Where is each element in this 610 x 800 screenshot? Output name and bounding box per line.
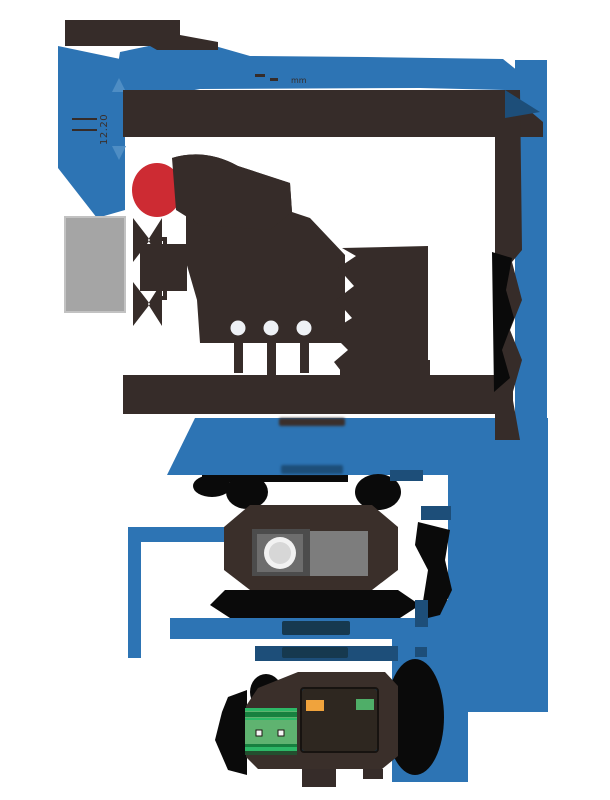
- white-dots: [230, 320, 312, 336]
- mid-right-column-blob: [415, 522, 452, 620]
- bottom-device: [245, 672, 398, 769]
- terminal-block: [245, 708, 297, 755]
- red-cap: [132, 163, 182, 217]
- middle-dim-horizontal: [128, 527, 226, 542]
- mid-ear-right: [355, 474, 401, 510]
- circle-stem-1: [234, 343, 243, 373]
- terminal-stripe-top-bright: [245, 708, 297, 711]
- ribbon-dash-2: [270, 78, 278, 81]
- dark-artwork-shapes: [65, 20, 543, 787]
- middle-device: [224, 505, 398, 590]
- mid-lower-black-band: [210, 590, 420, 618]
- mid-dim-frag-1: [390, 470, 423, 481]
- tick-line-1: [72, 118, 97, 120]
- top-dark-band: [123, 90, 543, 137]
- bottom-stem-2: [363, 769, 383, 779]
- device-photo-blob-over-red: [172, 154, 292, 230]
- mid-ear-left: [226, 475, 268, 509]
- chevron-pair-bottom: [133, 282, 162, 326]
- ribbon-dash-1: [255, 74, 265, 77]
- bracket-shape: [155, 237, 167, 300]
- top-left-blob: [65, 20, 218, 50]
- white-dot-1: [230, 320, 246, 336]
- jagged-right-blob: [330, 246, 428, 380]
- bottom-stem-1: [302, 769, 336, 787]
- black-blobs: [193, 252, 514, 775]
- led-green: [356, 699, 374, 710]
- right-strip-black-cluster: [492, 252, 514, 392]
- mid-dimension-band: [167, 418, 548, 475]
- circle-stem-2: [267, 343, 276, 388]
- tick-line-2: [72, 129, 97, 131]
- lower-dim-tick: [415, 647, 427, 657]
- unit-label: mm: [291, 76, 307, 85]
- bottom-right-blob: [386, 659, 444, 775]
- gray-connector: [65, 217, 125, 312]
- label-text-blobs: [282, 621, 350, 658]
- side-panel: [310, 531, 368, 576]
- terminal-pin-2: [277, 729, 285, 737]
- white-dot-2: [263, 320, 279, 336]
- terminal-stripe-top-dark: [245, 712, 297, 717]
- section-divider-band: [123, 375, 513, 414]
- arrow-down-icon: [112, 146, 126, 160]
- terminal-stripe-bottom-bright: [245, 747, 297, 751]
- bottom-left-blob: [215, 690, 247, 775]
- mid-dim-frag-2: [421, 506, 451, 520]
- label-blob-bottom: [282, 647, 348, 658]
- divider-bridge: [340, 360, 430, 377]
- terminal-stripe-bottom-dark: [245, 744, 297, 747]
- under-band-strip: [202, 475, 348, 482]
- arrow-up-icon: [112, 78, 126, 92]
- circle-stem-3: [300, 343, 309, 373]
- white-dot-3: [296, 320, 312, 336]
- lower-dim-tab: [415, 600, 428, 627]
- middle-dim-vertical: [128, 527, 141, 658]
- dimension-arrowheads: [112, 78, 126, 160]
- label-blob-mid: [282, 621, 350, 635]
- terminal-stripe-mid-bright: [245, 718, 297, 720]
- mid-ear-far-left: [193, 475, 231, 497]
- terminal-stripe-base: [245, 751, 297, 755]
- led-orange: [306, 700, 324, 711]
- height-dimension-label: 12.20: [99, 113, 110, 145]
- right-dim-wedge: [505, 90, 540, 118]
- top-dimension-ribbon: [113, 38, 545, 122]
- sensor-lens-inner: [269, 542, 291, 564]
- chevron-pair-top: [133, 218, 162, 262]
- blurred-dimension-fragment-bottom: [281, 465, 343, 474]
- right-field-upper: [448, 470, 548, 602]
- blurred-dimension-fragment-top: [279, 418, 345, 426]
- gray-connector-edge: [64, 216, 126, 313]
- terminal-pin-1: [255, 729, 263, 737]
- pcb-fill: [302, 689, 377, 751]
- left-dimension-column: [58, 46, 125, 218]
